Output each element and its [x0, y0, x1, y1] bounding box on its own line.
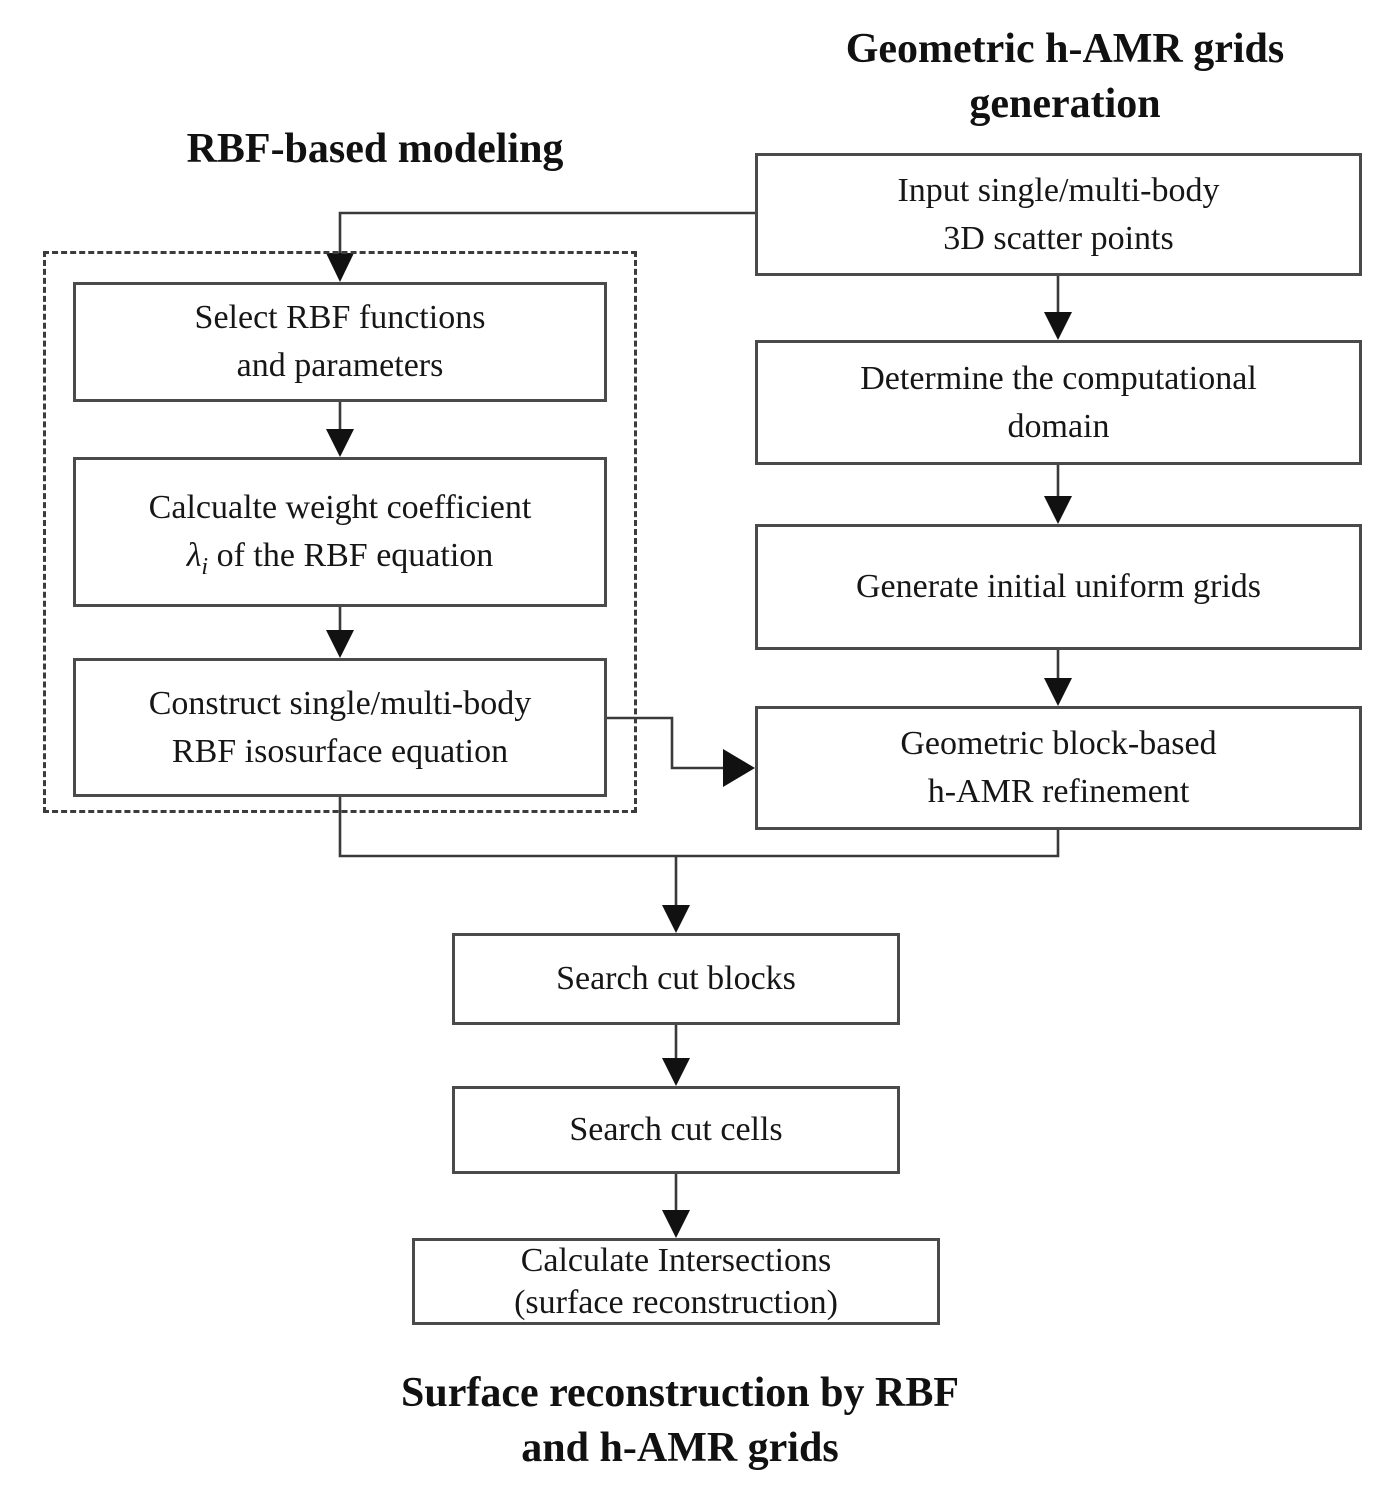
node-construct-line2: RBF isosurface equation	[171, 732, 509, 770]
node-calculate-intersections: Calculate Intersections (surface reconst…	[412, 1238, 940, 1325]
right-column-title-line2: generation	[969, 80, 1161, 127]
node-calculate-line2-rest: of the RBF equation	[208, 537, 494, 574]
node-intersections-line1: Calculate Intersections	[520, 1242, 832, 1280]
arrowhead-into-intersections	[662, 1210, 690, 1238]
lambda-subscript: i	[201, 553, 209, 580]
node-search-cells-line1: Search cut cells	[569, 1111, 783, 1149]
node-determine-line2: domain	[1007, 407, 1110, 445]
arrowhead-into-calculate	[326, 429, 354, 457]
arrowhead-into-determine	[1044, 312, 1072, 340]
node-generate-uniform-grids: Generate initial uniform grids	[755, 524, 1362, 650]
node-select-rbf-functions: Select RBF functions and parameters	[73, 282, 607, 402]
node-refine-line2: h-AMR refinement	[927, 773, 1190, 810]
footer-title-line1: Surface reconstruction by RBF	[401, 1370, 959, 1416]
right-column-title: Geometric h-AMR grids generation	[760, 22, 1370, 131]
connector-input-to-select	[338, 211, 755, 254]
node-search-cut-cells: Search cut cells	[452, 1086, 900, 1174]
node-select-line2: and parameters	[236, 347, 444, 384]
arrowhead-into-construct	[326, 630, 354, 658]
footer-title-line2: and h-AMR grids	[521, 1424, 839, 1471]
arrowhead-into-generate	[1044, 496, 1072, 524]
node-determine-line1: Determine the computational	[860, 359, 1257, 397]
connector-construct-to-refine	[607, 716, 724, 770]
node-input-scatter-points: Input single/multi-body 3D scatter point…	[755, 153, 1362, 276]
node-refine-line1: Geometric block-based	[900, 725, 1217, 763]
node-determine-domain: Determine the computational domain	[755, 340, 1362, 465]
node-calculate-line1: Calcualte weight coefficient	[148, 489, 532, 527]
arrowhead-into-refine-top	[1044, 678, 1072, 706]
footer-title: Surface reconstruction by RBF and h-AMR …	[300, 1366, 1060, 1475]
node-construct-line1: Construct single/multi-body	[148, 684, 532, 722]
node-calculate-weight-coefficient: Calcualte weight coefficient λi of the R…	[73, 457, 607, 607]
node-select-line1: Select RBF functions	[194, 299, 486, 337]
arrowhead-into-search-blocks	[662, 905, 690, 933]
left-column-title: RBF-based modeling	[100, 122, 650, 177]
arrowhead-into-select	[326, 253, 354, 282]
left-column-title-text: RBF-based modeling	[186, 126, 564, 172]
node-input-line2: 3D scatter points	[943, 219, 1174, 257]
arrowhead-into-refine-left	[723, 749, 755, 787]
lambda-symbol: λ	[186, 537, 202, 574]
right-column-title-line1: Geometric h-AMR grids	[845, 26, 1285, 72]
arrowhead-into-search-cells	[662, 1058, 690, 1086]
node-search-blocks-line1: Search cut blocks	[556, 960, 796, 998]
node-intersections-line2: (surface reconstruction)	[514, 1283, 838, 1321]
rbf-modeling-group-border	[43, 251, 637, 813]
node-construct-isosurface: Construct single/multi-body RBF isosurfa…	[73, 658, 607, 797]
node-input-line1: Input single/multi-body	[897, 171, 1220, 209]
connector-merge-line	[338, 797, 1060, 858]
node-generate-line1: Generate initial uniform grids	[855, 568, 1262, 606]
node-hamr-refinement: Geometric block-based h-AMR refinement	[755, 706, 1362, 830]
node-calculate-line2: λi of the RBF equation	[187, 532, 494, 580]
node-search-cut-blocks: Search cut blocks	[452, 933, 900, 1025]
